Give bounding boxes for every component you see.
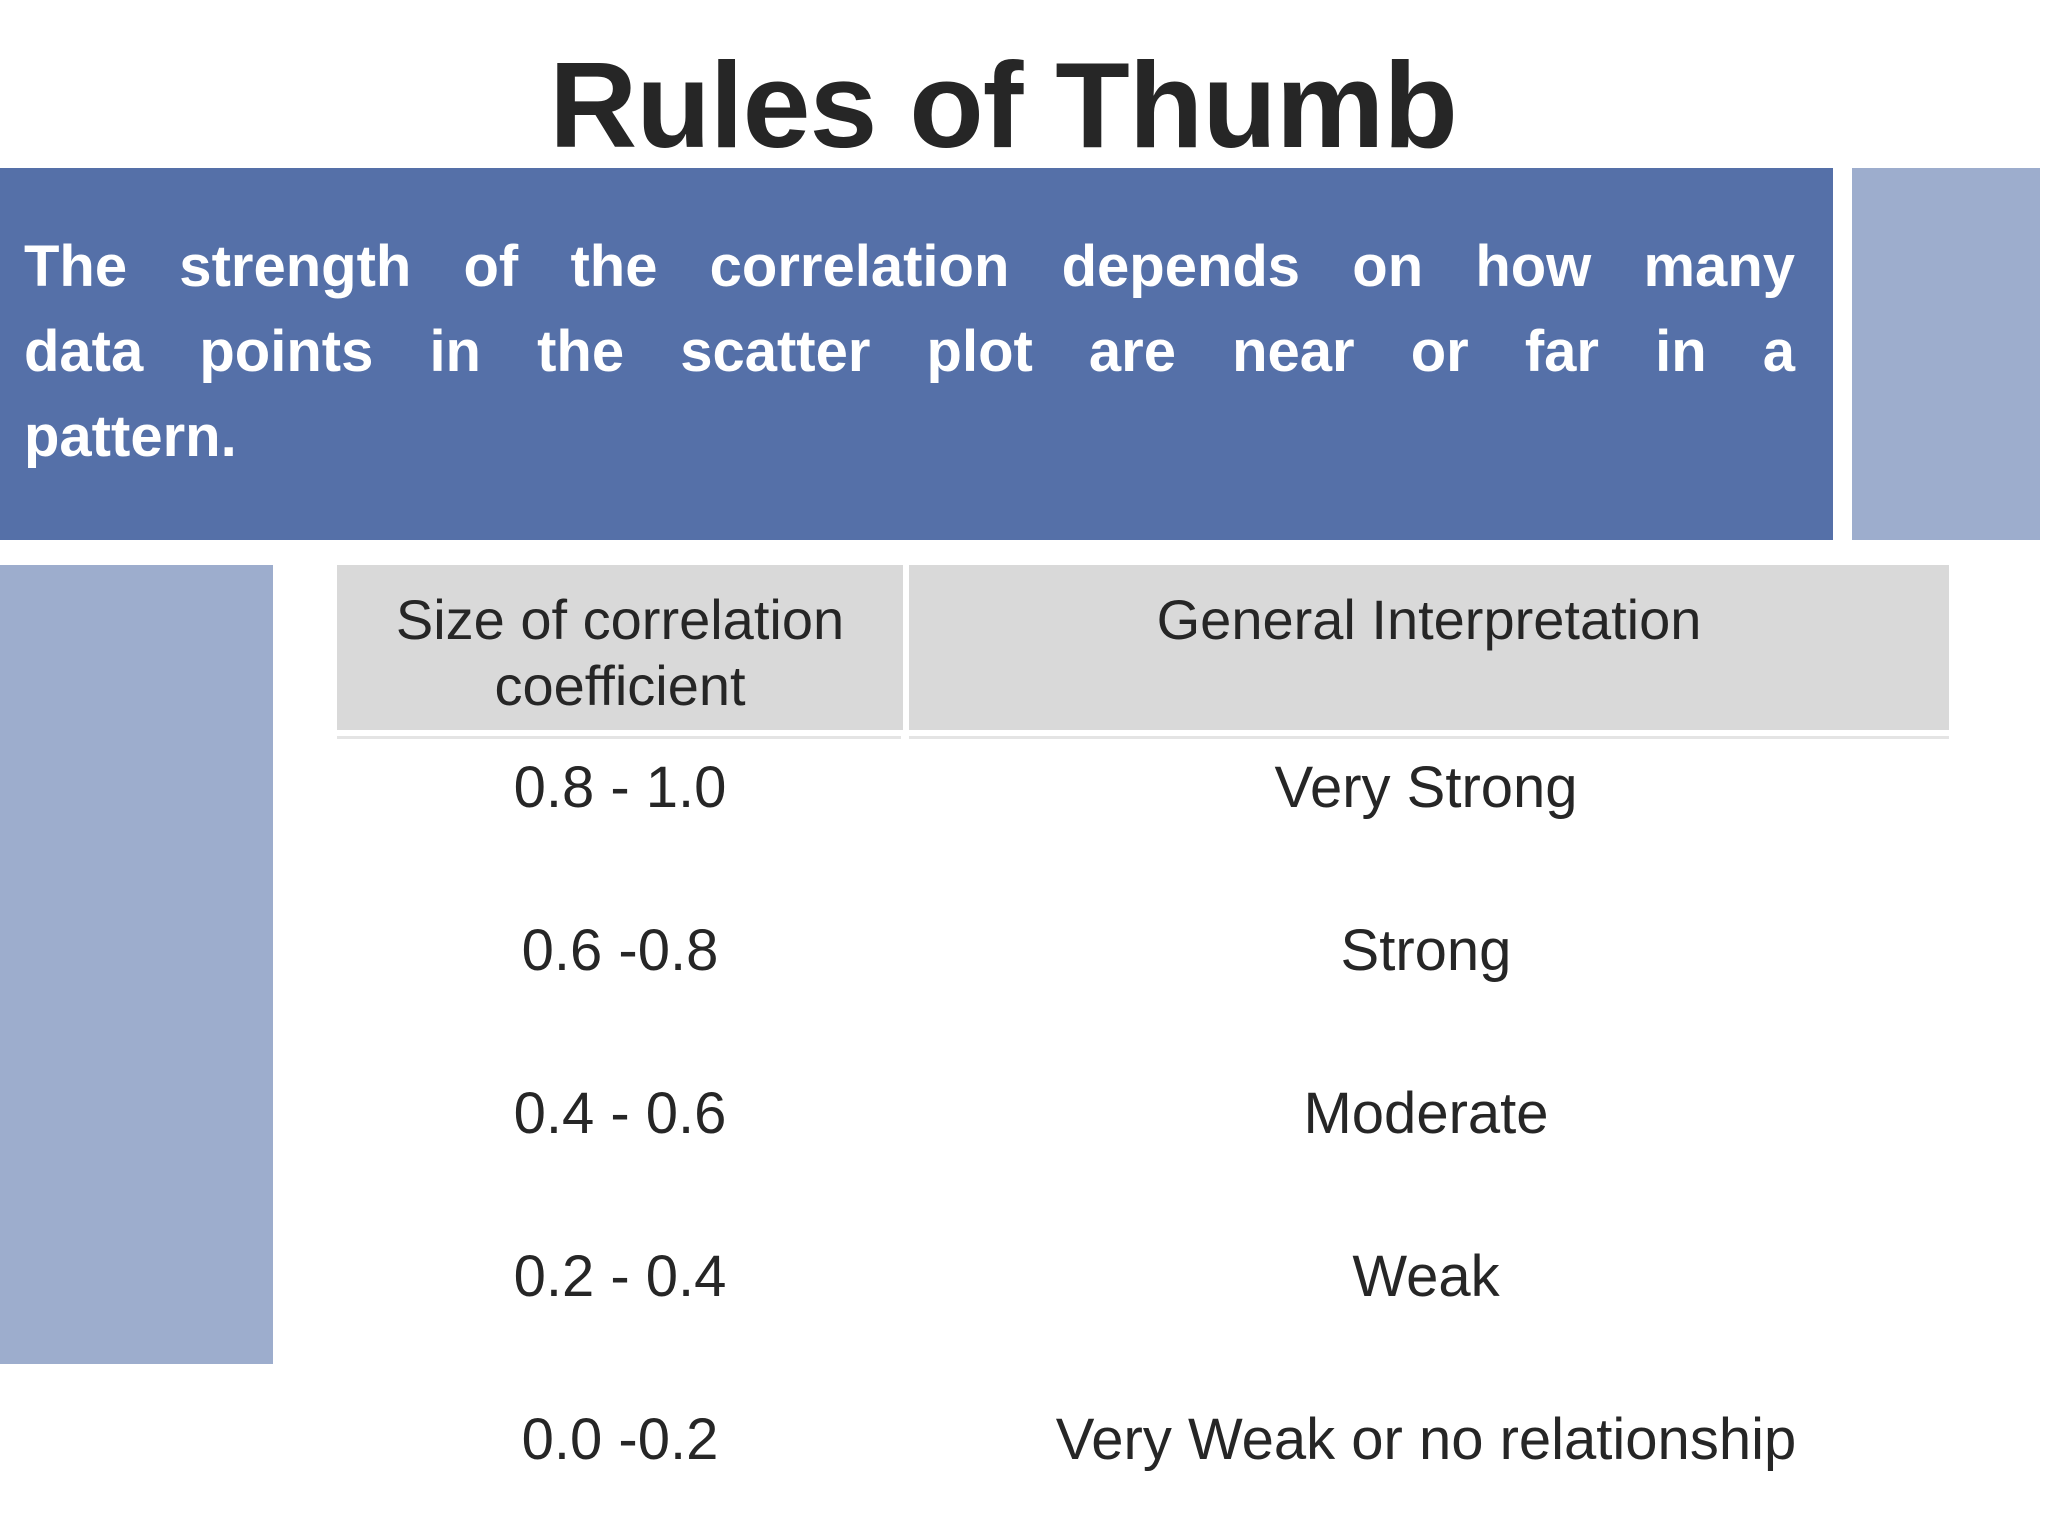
correlation-table: Size of correlation coefficient General … xyxy=(337,565,1949,1536)
interpretation-cell: Moderate xyxy=(1303,1081,1549,1146)
page-title: Rules of Thumb xyxy=(549,37,1458,173)
table-row: 0.6 -0.8 Strong xyxy=(337,902,1949,1065)
banner-text-line: The strength of the correlation depends … xyxy=(24,234,1795,299)
column-header-coefficient: Size of correlation coefficient xyxy=(337,565,903,730)
intro-banner: The strength of the correlation depends … xyxy=(0,168,1833,540)
coefficient-cell: 0.8 - 1.0 xyxy=(513,755,727,820)
interpretation-cell: Weak xyxy=(1352,1244,1500,1309)
coefficient-cell: 0.4 - 0.6 xyxy=(513,1081,727,1146)
table-row: 0.0 -0.2 Very Weak or no relationship xyxy=(337,1391,1949,1536)
table-row: 0.8 - 1.0 Very Strong xyxy=(337,739,1949,902)
interpretation-cell: Very Strong xyxy=(1274,755,1578,820)
coefficient-cell: 0.0 -0.2 xyxy=(521,1407,719,1472)
interpretation-cell: Very Weak or no relationship xyxy=(1055,1407,1797,1472)
accent-bar-left xyxy=(0,565,273,1364)
accent-bar-right xyxy=(1852,168,2040,540)
table-header-row: Size of correlation coefficient General … xyxy=(337,565,1949,730)
separator-segment xyxy=(909,736,1949,739)
banner-text-line: data points in the scatter plot are near… xyxy=(24,319,1795,384)
interpretation-cell: Strong xyxy=(1340,918,1512,983)
table-row: 0.4 - 0.6 Moderate xyxy=(337,1065,1949,1228)
separator-segment xyxy=(337,736,901,739)
banner-text-line: pattern. xyxy=(24,404,237,469)
header-separator xyxy=(337,736,1949,739)
table-row: 0.2 - 0.4 Weak xyxy=(337,1228,1949,1391)
column-header-interpretation: General Interpretation xyxy=(909,565,1949,730)
coefficient-cell: 0.2 - 0.4 xyxy=(513,1244,727,1309)
table-body: 0.8 - 1.0 Very Strong 0.6 -0.8 Strong 0.… xyxy=(337,739,1949,1536)
coefficient-cell: 0.6 -0.8 xyxy=(521,918,719,983)
